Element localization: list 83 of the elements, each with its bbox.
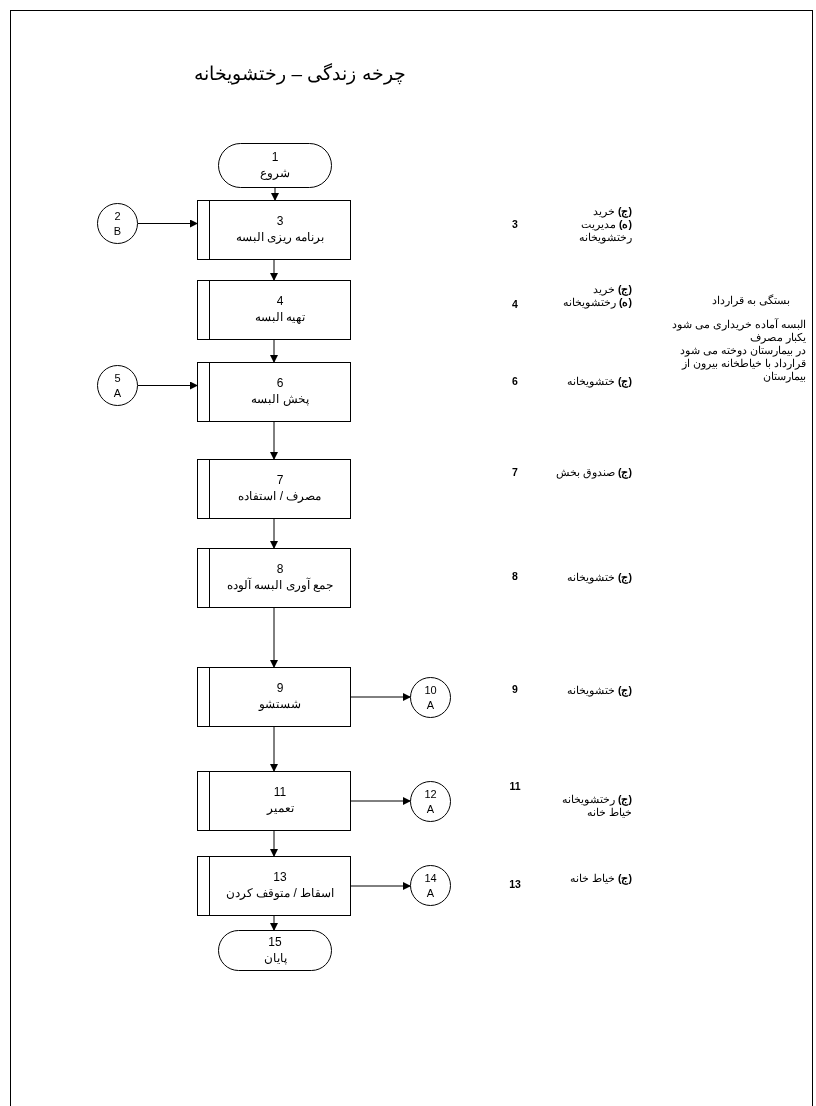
step-number: 11	[273, 786, 287, 800]
responsibility-note: البسه آماده خریداری می شود	[671, 318, 806, 332]
responsibility-note: بستگی به قرارداد	[711, 294, 790, 308]
arrow	[137, 219, 198, 228]
arrow	[270, 339, 278, 363]
step-number: 2	[114, 209, 121, 223]
connector-circle	[97, 203, 138, 244]
connector-circle	[410, 865, 451, 906]
connector-circle	[97, 365, 138, 406]
responsibility-note: (ج) خرید	[592, 283, 632, 297]
step-number: 6	[511, 375, 519, 389]
step-label: پخش البسه	[251, 393, 309, 407]
step-number: 3	[511, 218, 519, 232]
step-label: A	[426, 698, 435, 712]
step-label: برنامه ریزی البسه	[235, 231, 325, 245]
process-box	[197, 548, 351, 608]
step-number: 6	[276, 377, 284, 391]
responsibility-note: (ه) مدیریت رختشویخانه	[578, 218, 632, 245]
step-label: تعمیر	[266, 802, 294, 816]
step-label: A	[426, 802, 435, 816]
arrow	[270, 518, 278, 549]
process-box	[197, 856, 351, 916]
step-number: 14	[424, 871, 437, 885]
process-box	[197, 667, 351, 727]
step-number: 9	[276, 682, 284, 696]
responsibility-note: (ج) ختشویخانه	[566, 684, 632, 698]
arrow	[350, 797, 411, 805]
terminal-shape	[218, 143, 332, 188]
responsibility-note: (ج) خرید	[592, 205, 632, 219]
step-label: A	[426, 886, 435, 900]
step-number: 12	[424, 787, 437, 801]
responsibility-note: قرارداد با خیاطخانه بیرون از بیمارستان	[680, 357, 806, 384]
arrow	[271, 187, 279, 201]
responsibility-note: در بیمارستان دوخته می شود	[679, 344, 806, 358]
step-number: 13	[508, 878, 522, 892]
step-number: 11	[508, 780, 522, 794]
step-number: 3	[276, 215, 284, 229]
arrow	[270, 915, 278, 931]
responsibility-note: (ج) ختشویخانه	[566, 571, 632, 585]
connector-circle	[410, 781, 451, 822]
responsibility-note: (ج) رختشویخانه خیاط خانه	[561, 793, 632, 820]
step-label: A	[113, 386, 122, 400]
responsibility-note: (ج) صندوق بخش	[555, 466, 632, 480]
step-number: 9	[511, 683, 519, 697]
connector-circle	[410, 677, 451, 718]
step-number: 5	[114, 371, 121, 385]
step-label: شروع	[260, 166, 290, 181]
responsibility-note: (ج) خیاط خانه	[569, 872, 632, 886]
step-number: 4	[511, 298, 519, 312]
step-number: 1	[271, 150, 279, 165]
arrow	[137, 381, 198, 390]
step-number: 8	[511, 570, 519, 584]
responsibility-note: (ج) ختشویخانه	[566, 375, 632, 389]
step-number: 8	[276, 563, 284, 577]
arrow	[350, 882, 411, 890]
step-number: 10	[424, 683, 437, 697]
responsibility-note: یکبار مصرف	[749, 331, 806, 345]
step-number: 15	[268, 935, 282, 950]
process-box	[197, 771, 351, 831]
arrow	[270, 421, 278, 460]
responsibility-note: (ه) رختشویخانه	[562, 296, 632, 310]
arrow	[270, 607, 278, 668]
step-number: 7	[276, 474, 284, 488]
step-label: تهیه البسه	[254, 311, 306, 325]
arrow	[350, 693, 411, 701]
diagram-title: چرخه زندگی – رختشویخانه	[193, 62, 407, 85]
step-label: جمع آوری البسه آلوده	[227, 579, 333, 593]
step-label: شستشو	[259, 698, 301, 712]
arrow	[270, 830, 278, 857]
step-label: مصرف / استفاده	[238, 490, 322, 504]
step-label: پایان	[263, 951, 287, 966]
step-label: اسقاط / متوقف کردن	[225, 887, 335, 901]
step-number: 4	[276, 295, 284, 309]
step-number: 13	[273, 871, 287, 885]
step-label: B	[113, 224, 122, 238]
process-box	[197, 200, 351, 260]
terminal-shape	[218, 930, 332, 971]
process-box	[197, 280, 351, 340]
arrow	[270, 726, 278, 772]
process-box	[197, 459, 351, 519]
step-number: 7	[511, 466, 519, 480]
arrow	[270, 259, 278, 281]
process-box	[197, 362, 351, 422]
